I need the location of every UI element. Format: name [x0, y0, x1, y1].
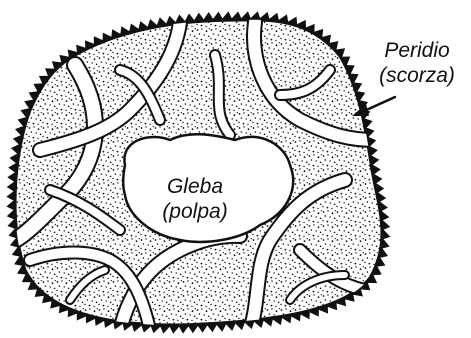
peridio-label: Peridio (scorza) — [364, 38, 470, 88]
peridio-label-line2: (scorza) — [364, 63, 470, 88]
peridio-label-line1: Peridio — [364, 38, 470, 63]
gleba-label-line1: Gleba — [140, 174, 250, 199]
gleba-label-line2: (polpa) — [140, 199, 250, 224]
gleba-label: Gleba (polpa) — [140, 174, 250, 224]
